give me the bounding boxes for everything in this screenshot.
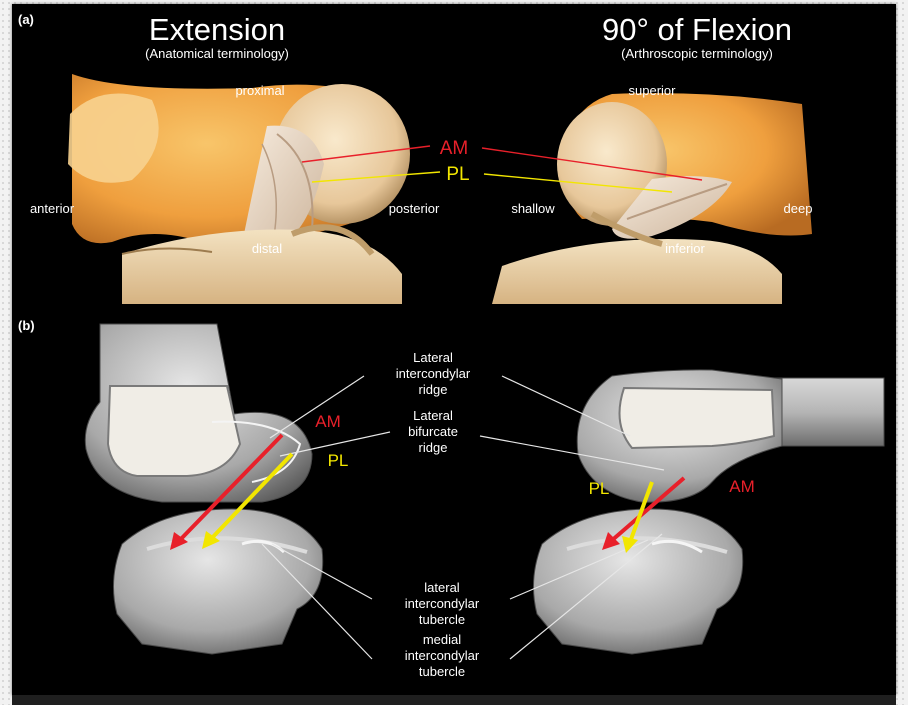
am-label-a: AM [440,138,469,159]
extension-title: Extension [149,12,285,47]
panel-a-tag: (a) [18,12,34,27]
svg-text:medial: medial [423,632,461,647]
svg-text:tubercle: tubercle [419,612,465,627]
tibia-model-flexion [533,509,742,654]
flexion-subtitle: (Arthroscopic terminology) [621,46,773,61]
svg-text:intercondylar: intercondylar [405,648,480,663]
svg-text:Lateral: Lateral [413,408,453,423]
label-anterior: anterior [30,201,75,216]
pl-label-a: PL [446,164,469,185]
extension-subtitle: (Anatomical terminology) [145,46,289,61]
footer-strip [12,695,896,705]
svg-text:lateral: lateral [424,580,460,595]
label-superior: superior [629,83,677,98]
pl-label-b-left: PL [328,451,349,470]
svg-text:bifurcate: bifurcate [408,424,458,439]
svg-text:ridge: ridge [419,382,448,397]
svg-text:intercondylar: intercondylar [396,366,471,381]
svg-text:intercondylar: intercondylar [405,596,480,611]
knee-photo-flexion [492,93,812,304]
label-distal: distal [252,241,282,256]
svg-text:ridge: ridge [419,440,448,455]
am-label-b-right: AM [729,477,755,496]
femur-model-extension [85,324,312,502]
label-deep: deep [784,201,813,216]
knee-photo-extension [68,74,410,304]
label-shallow: shallow [511,201,555,216]
svg-text:Lateral: Lateral [413,350,453,365]
anatomy-diagram: (a) Extension (Anatomical terminology) 9… [12,4,896,695]
label-inferior: inferior [665,241,705,256]
label-lateral-intercondylar-ridge: Lateral intercondylar ridge [396,350,471,397]
flexion-title: 90° of Flexion [602,12,792,47]
label-lateral-intercondylar-tubercle: lateral intercondylar tubercle [405,580,480,627]
label-proximal: proximal [235,83,284,98]
am-label-b-left: AM [315,412,341,431]
label-medial-intercondylar-tubercle: medial intercondylar tubercle [405,632,480,679]
panel-b-tag: (b) [18,318,35,333]
label-lateral-bifurcate-ridge: Lateral bifurcate ridge [408,408,458,455]
svg-text:tubercle: tubercle [419,664,465,679]
figure-panel: (a) Extension (Anatomical terminology) 9… [12,4,896,695]
pl-label-b-right: PL [589,479,610,498]
label-posterior: posterior [389,201,440,216]
